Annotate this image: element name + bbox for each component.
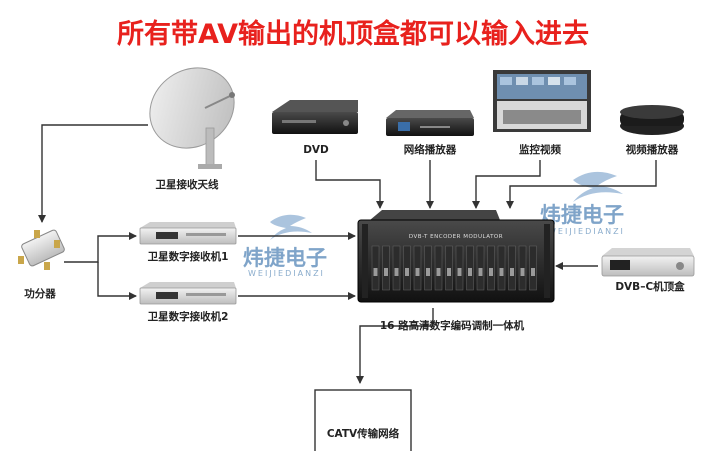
watermark-logo-icon [270,214,312,240]
label-network-player: 网络播放器 [404,143,457,156]
dvd-player-icon [272,100,358,134]
encoder-panel-label: DVB-T ENCODER MODULATOR [409,234,503,240]
encoder-module-port [426,268,430,276]
watermark-logo-icon [573,171,623,202]
label-satellite-antenna: 卫星接收天线 [156,178,219,191]
encoder-module-port [468,268,472,276]
encoder-module-port [499,268,504,276]
video-player-icon [620,105,684,135]
encoder-slots [371,245,537,291]
label-catv: CATV传输网络 [327,427,400,440]
surveillance-monitor-icon [493,70,591,132]
line-surveillance-to-encoder [472,160,541,209]
encoder-module-port [394,268,399,276]
encoder-module-port [510,268,514,276]
dvbc-settop-box-icon [601,248,695,277]
encoder-module-port [384,268,388,276]
encoder-module-port [520,268,525,276]
encoder-module-port [447,268,451,276]
splitter-icon [18,229,65,270]
encoder-module-port [531,268,535,276]
watermark-left: 炜捷电子 WEIJIEDIANZI [243,214,327,278]
diagram-title: 所有带AV输出的机顶盒都可以输入进去 [117,18,589,50]
satellite-receiver-1-icon [139,222,237,245]
watermark-pinyin: WEIJIEDIANZI [248,269,325,278]
label-splitter: 功分器 [24,287,56,300]
encoder-module-port [478,268,483,276]
label-dvbc-box: DVB–C机顶盒 [615,280,685,293]
label-dvd: DVD [303,144,329,156]
line-antenna-to-splitter [38,124,148,223]
encoder-module-port [436,268,441,276]
line-splitter-to-receivers [64,232,137,263]
line-encoder-to-catv [356,308,434,384]
encoder-modulator-icon: DVB-T ENCODER MODULATOR [357,210,555,303]
label-receiver-2: 卫星数字接收机2 [148,310,229,323]
encoder-module-port [489,268,493,276]
encoder-module-port [457,268,462,276]
catv-network-box [314,389,412,451]
encoder-module-port [373,268,378,276]
watermark-brand: 炜捷电子 [243,246,327,270]
encoder-module-port [415,268,420,276]
encoder-module-port [405,268,409,276]
network-player-icon [386,110,474,136]
label-video-player: 视频播放器 [626,143,679,156]
connections [38,124,657,384]
satellite-receiver-2-icon [139,282,237,305]
line-splitter-to-receiver-2 [97,262,137,300]
satellite-dish-icon [149,67,235,169]
watermark-pinyin: WEIJIEDIANZI [548,227,625,236]
line-dvd-to-encoder [315,160,384,209]
label-receiver-1: 卫星数字接收机1 [148,250,229,263]
line-video-player-to-encoder [506,160,657,209]
label-encoder: 16 路高清数字编码调制一体机 [380,319,525,332]
label-surveillance-video: 监控视频 [519,143,561,156]
